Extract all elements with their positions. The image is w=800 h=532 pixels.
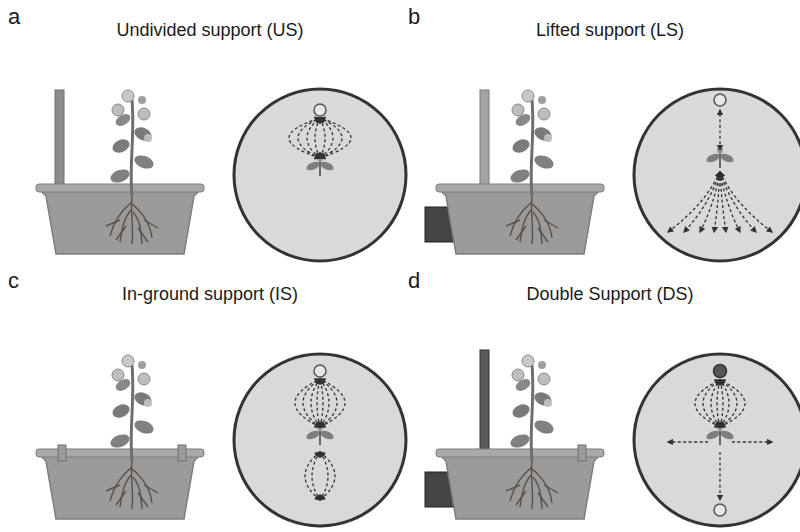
panel-letter: a	[8, 4, 20, 30]
dashed-arrow	[695, 380, 720, 427]
dashed-arrow	[720, 380, 737, 427]
dashed-arrow	[320, 118, 325, 158]
dashed-arrow	[720, 172, 726, 232]
dashed-arrow	[711, 380, 720, 427]
dashed-arrow	[714, 172, 720, 232]
dashed-arrow	[289, 118, 320, 158]
panel-title: Undivided support (US)	[116, 20, 303, 41]
dashed-arrow	[303, 379, 320, 427]
panel-letter: d	[408, 268, 420, 294]
panel-letter: c	[8, 268, 19, 294]
dashed-arrow	[298, 118, 320, 158]
dashed-arrow	[320, 379, 337, 427]
dashed-arrow	[311, 379, 320, 427]
dashed-arrow	[720, 380, 745, 427]
dashed-arrow	[320, 379, 323, 427]
panel-letter: b	[408, 4, 420, 30]
dashed-arrow	[719, 110, 720, 150]
dashed-arrow	[315, 118, 320, 158]
dashed-arrow	[312, 452, 320, 500]
dashed-arrow	[720, 380, 723, 427]
dashed-arrow	[305, 452, 320, 500]
dashed-arrow	[317, 379, 320, 427]
dashed-arrow	[720, 380, 729, 427]
dashed-arrow	[320, 452, 335, 500]
dashed-arrow	[703, 380, 720, 427]
dashed-arrow	[720, 172, 772, 232]
dashed-arrow	[717, 380, 720, 427]
dashed-arrow	[320, 118, 342, 158]
dashed-arrow	[720, 172, 756, 232]
dashed-arrow	[320, 452, 328, 500]
dashed-arrow	[720, 172, 740, 232]
dashed-arrow	[700, 172, 720, 232]
dashed-arrow	[719, 452, 720, 500]
dashed-arrow	[320, 379, 345, 427]
dashed-arrow	[320, 379, 329, 427]
panel-title: Lifted support (LS)	[536, 20, 684, 41]
dashed-arrow	[684, 172, 720, 232]
dashed-arrow	[307, 118, 320, 158]
dashed-arrow	[320, 118, 351, 158]
dashed-arrow	[668, 441, 708, 442]
arrow-fans	[289, 110, 772, 500]
dashed-arrow	[732, 441, 772, 442]
dashed-arrow	[295, 379, 320, 427]
dashed-arrow	[668, 172, 720, 232]
panel-title: In-ground support (IS)	[122, 284, 298, 305]
panel-title: Double Support (DS)	[526, 284, 693, 305]
